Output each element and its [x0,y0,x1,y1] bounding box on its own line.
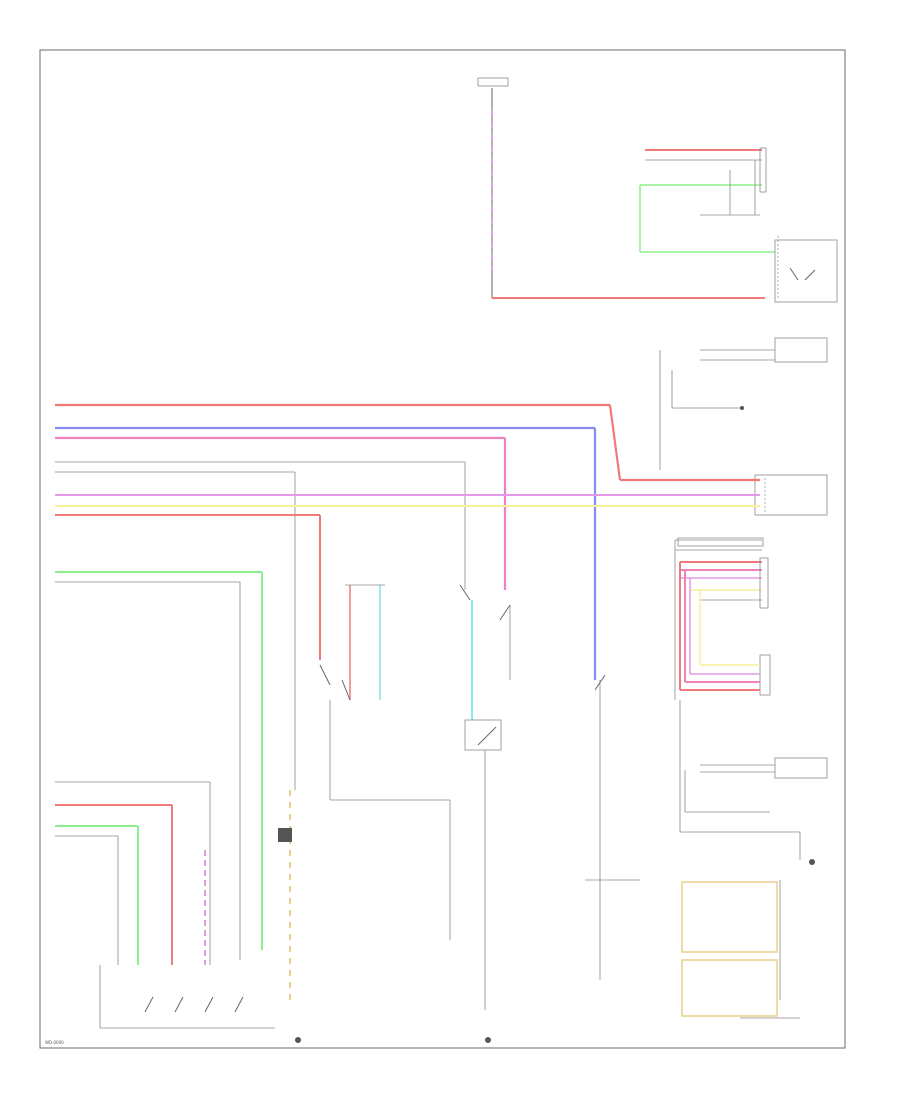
bottom-left-switch-bank [55,781,491,1043]
top-right-circuit [477,77,838,303]
bottom-right-tan-circuit [681,880,800,1019]
center-switch-circuits [319,584,640,1010]
footer-code: WD-0000 [45,1040,64,1045]
horizontal-bus-lines [55,403,760,960]
diagram-border [39,49,846,1049]
right-side-connectors [659,337,828,865]
